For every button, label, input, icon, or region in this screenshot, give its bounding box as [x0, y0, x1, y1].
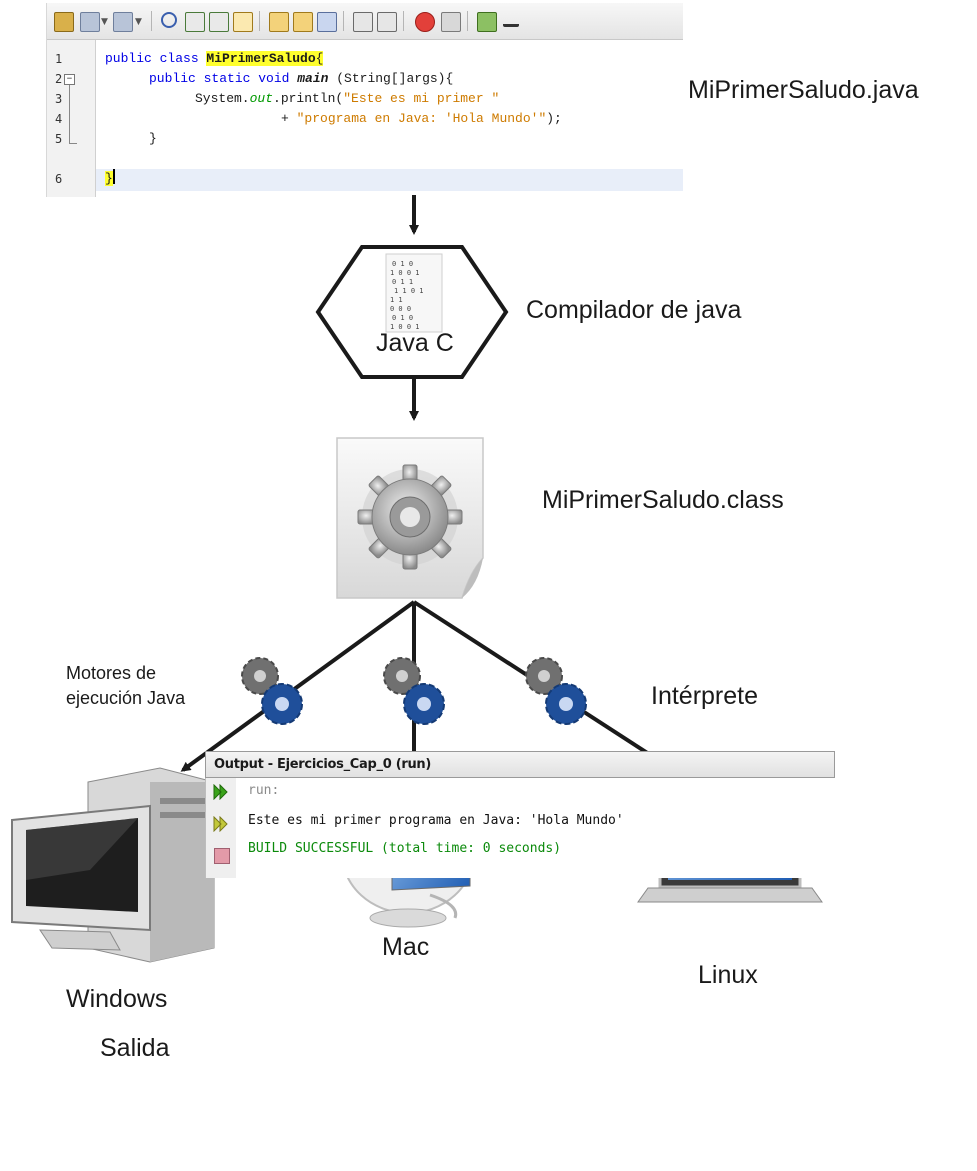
gear-pair-icon — [241, 657, 303, 725]
class-name-token: MiPrimerSaludo — [206, 51, 316, 66]
output-line: BUILD SUCCESSFUL (total time: 0 seconds) — [248, 841, 562, 856]
svg-text:0 0 0: 0 0 0 — [390, 305, 411, 313]
code-editor: ▼ ▼ 1 2 3 4 5 6 − public class MiPrimerS… — [46, 3, 683, 197]
binary-document-icon: 0 1 0 1 0 0 1 0 1 1 1 1 0 1 1 1 0 0 0 0 … — [385, 253, 443, 333]
string-token: "Este es mi primer " — [343, 91, 500, 106]
stop-macro-icon[interactable] — [441, 12, 461, 32]
code-line-4[interactable]: + "programa en Java: 'Hola Mundo'"); — [281, 109, 562, 128]
svg-text:1 0 0 1: 1 0 0 1 — [390, 323, 420, 331]
source-file-label: MiPrimerSaludo.java — [688, 76, 919, 104]
chevron-down-icon[interactable]: ▼ — [135, 17, 142, 27]
svg-text:1 1: 1 1 — [390, 296, 403, 304]
code-token: { — [315, 51, 324, 66]
compiler-label: Compilador de java — [526, 296, 742, 324]
toggle-highlight-icon[interactable] — [233, 12, 253, 32]
gear-pair-icon — [525, 657, 587, 725]
next-bookmark-icon[interactable] — [293, 12, 313, 32]
output-actions — [205, 778, 236, 878]
code-line-6[interactable]: } — [105, 169, 115, 188]
output-title: Output - Ejercicios_Cap_0 (run) — [214, 757, 431, 772]
output-line: Este es mi primer programa en Java: 'Hol… — [248, 813, 624, 828]
toolbar-separator — [467, 11, 468, 31]
stop-icon[interactable] — [214, 848, 230, 864]
gear-pair-icon — [383, 657, 445, 725]
string-token: "programa en Java: 'Hola Mundo'" — [296, 111, 547, 126]
editor-toolbar: ▼ ▼ — [47, 3, 683, 40]
line-number: 5 — [55, 132, 63, 146]
code-token: .println( — [273, 91, 344, 106]
svg-text:0 1 0: 0 1 0 — [392, 314, 413, 322]
find-previous-icon[interactable] — [185, 12, 205, 32]
code-token: + — [281, 111, 297, 126]
comment-icon[interactable] — [477, 12, 497, 32]
field-token: out — [249, 91, 274, 106]
line-number: 3 — [55, 92, 63, 106]
arrow-class-to-windows — [180, 600, 416, 772]
engines-label: Motores de ejecución Java — [66, 663, 186, 708]
svg-text:0 1 0: 0 1 0 — [392, 260, 413, 268]
run-icon[interactable] — [213, 783, 229, 801]
toggle-bookmark-icon[interactable] — [317, 12, 337, 32]
line-number: 4 — [55, 112, 63, 126]
forward-icon[interactable] — [113, 12, 133, 32]
rerun-icon[interactable] — [213, 815, 229, 833]
chevron-down-icon[interactable]: ▼ — [101, 17, 108, 27]
toolbar-separator — [259, 11, 260, 31]
line-number: 1 — [55, 52, 63, 66]
current-line-highlight — [96, 169, 683, 191]
output-label: Salida — [100, 1034, 170, 1062]
code-token: (String[]args){ — [328, 71, 454, 86]
toolbar-separator — [151, 11, 152, 31]
output-header[interactable]: Output - Ejercicios_Cap_0 (run) — [205, 751, 835, 778]
fold-guide-end — [69, 143, 77, 144]
find-next-icon[interactable] — [209, 12, 229, 32]
start-macro-icon[interactable] — [415, 12, 435, 32]
previous-bookmark-icon[interactable] — [269, 12, 289, 32]
code-token: } — [149, 131, 157, 146]
text-cursor — [112, 169, 115, 184]
code-token: public static void — [149, 71, 298, 86]
line-number: 6 — [55, 172, 63, 186]
method-name-token: main — [297, 71, 329, 86]
code-token: System. — [195, 91, 250, 106]
history-icon[interactable] — [80, 12, 100, 32]
toolbar-separator — [403, 11, 404, 31]
output-console[interactable]: run: Este es mi primer programa en Java:… — [236, 778, 835, 878]
code-line-3[interactable]: System.out.println("Este es mi primer " — [195, 89, 499, 108]
fold-collapse-icon[interactable]: − — [64, 74, 75, 85]
svg-text:1 1 0 1: 1 1 0 1 — [394, 287, 424, 295]
uncomment-icon[interactable] — [503, 12, 519, 27]
code-line-2[interactable]: public static void main (String[]args){ — [149, 69, 453, 88]
windows-pc-icon — [11, 767, 215, 963]
shift-left-icon[interactable] — [353, 12, 373, 32]
line-number-gutter: 1 2 3 4 5 6 − — [47, 40, 96, 197]
toolbar-separator — [343, 11, 344, 31]
output-window: Output - Ejercicios_Cap_0 (run) run: Est… — [205, 751, 835, 1171]
windows-label: Windows — [66, 985, 168, 1013]
code-token: ); — [546, 111, 562, 126]
mac-label: Mac — [382, 933, 430, 961]
code-line-5[interactable]: } — [149, 129, 157, 148]
linux-label: Linux — [698, 961, 758, 989]
back-icon[interactable] — [54, 12, 74, 32]
code-token: public class — [105, 51, 207, 66]
interpreter-label: Intérprete — [651, 682, 759, 710]
code-line-1[interactable]: public class MiPrimerSaludo{ — [105, 49, 324, 68]
fold-guide — [69, 85, 70, 143]
shift-right-icon[interactable] — [377, 12, 397, 32]
search-icon[interactable] — [161, 12, 177, 28]
class-file-label: MiPrimerSaludo.class — [542, 486, 784, 514]
class-file-gear-icon — [336, 437, 484, 599]
line-number: 2 — [55, 72, 63, 86]
svg-text:0 1 1: 0 1 1 — [392, 278, 413, 286]
output-line: run: — [248, 783, 280, 798]
svg-text:1 0 0 1: 1 0 0 1 — [390, 269, 420, 277]
code-token: } — [105, 171, 113, 186]
compiler-box-label: Java C — [376, 329, 454, 357]
